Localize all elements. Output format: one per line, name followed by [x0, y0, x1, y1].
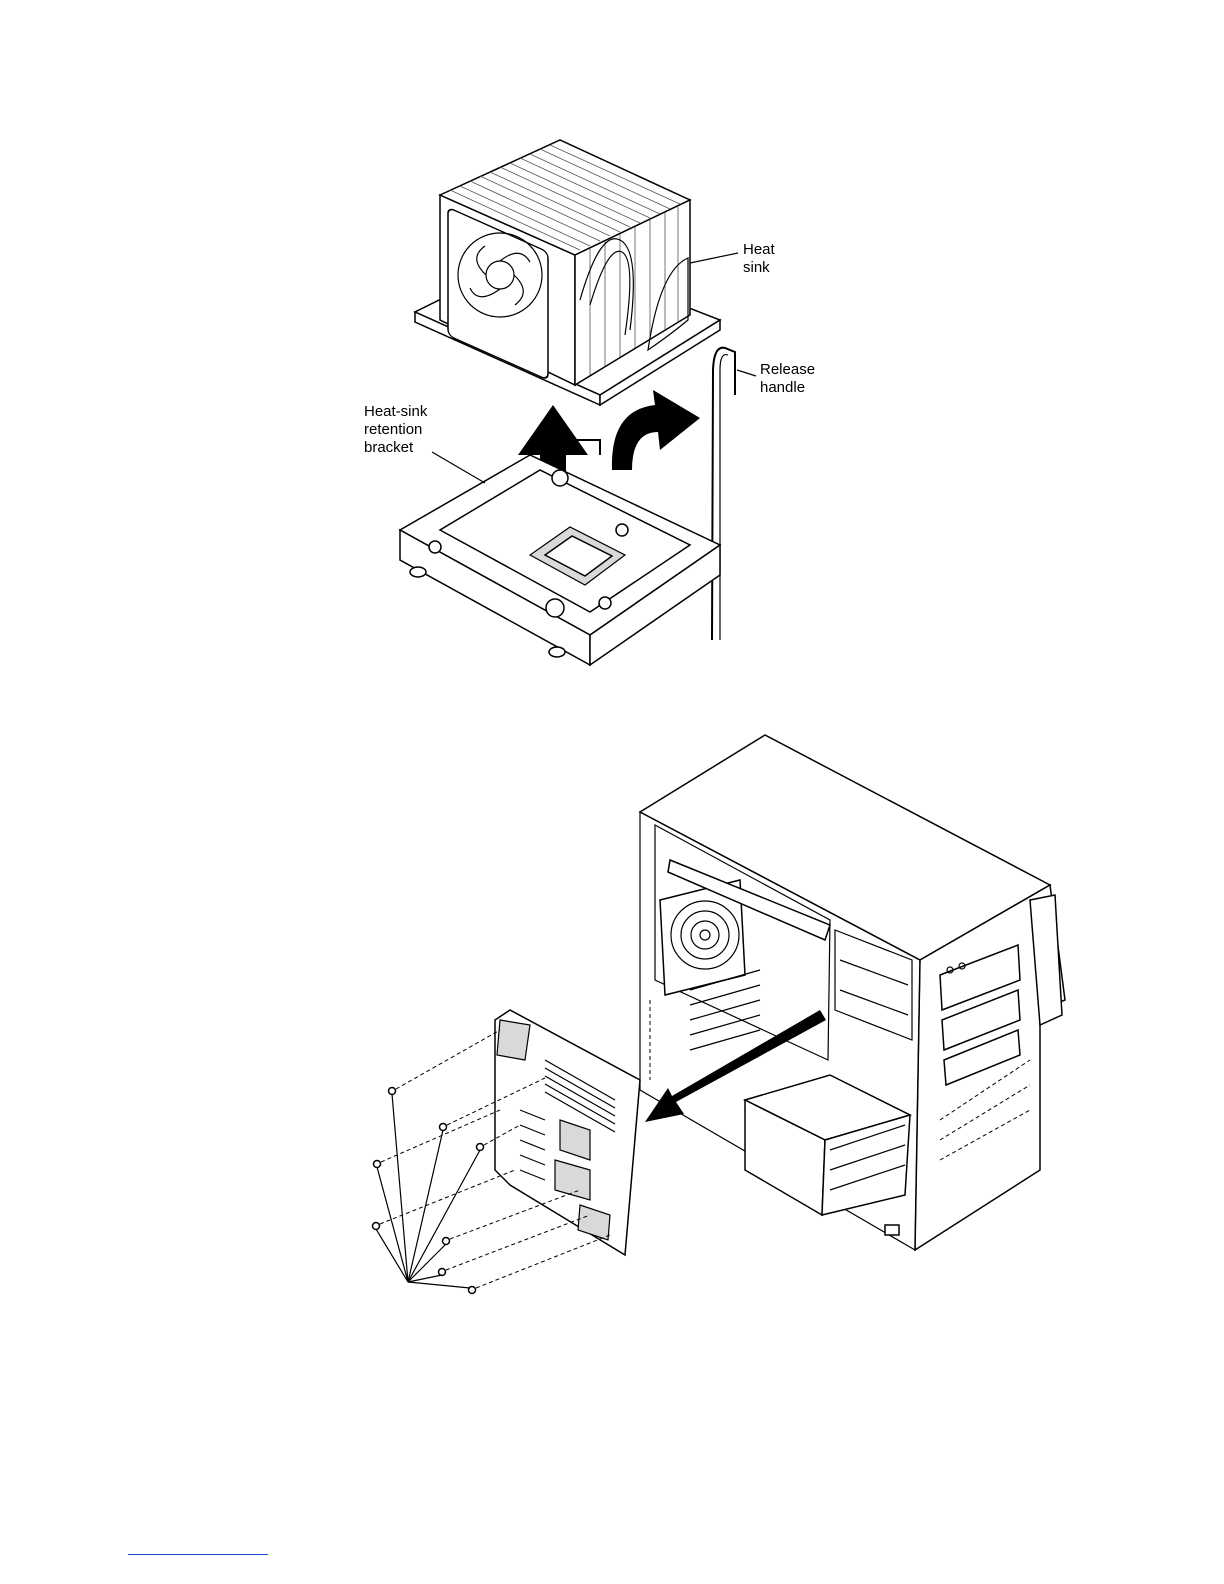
- system-board: [495, 1010, 640, 1255]
- hdd-cage: [745, 1075, 910, 1215]
- footer-rule: [128, 1554, 268, 1555]
- server-chassis: [640, 735, 1065, 1250]
